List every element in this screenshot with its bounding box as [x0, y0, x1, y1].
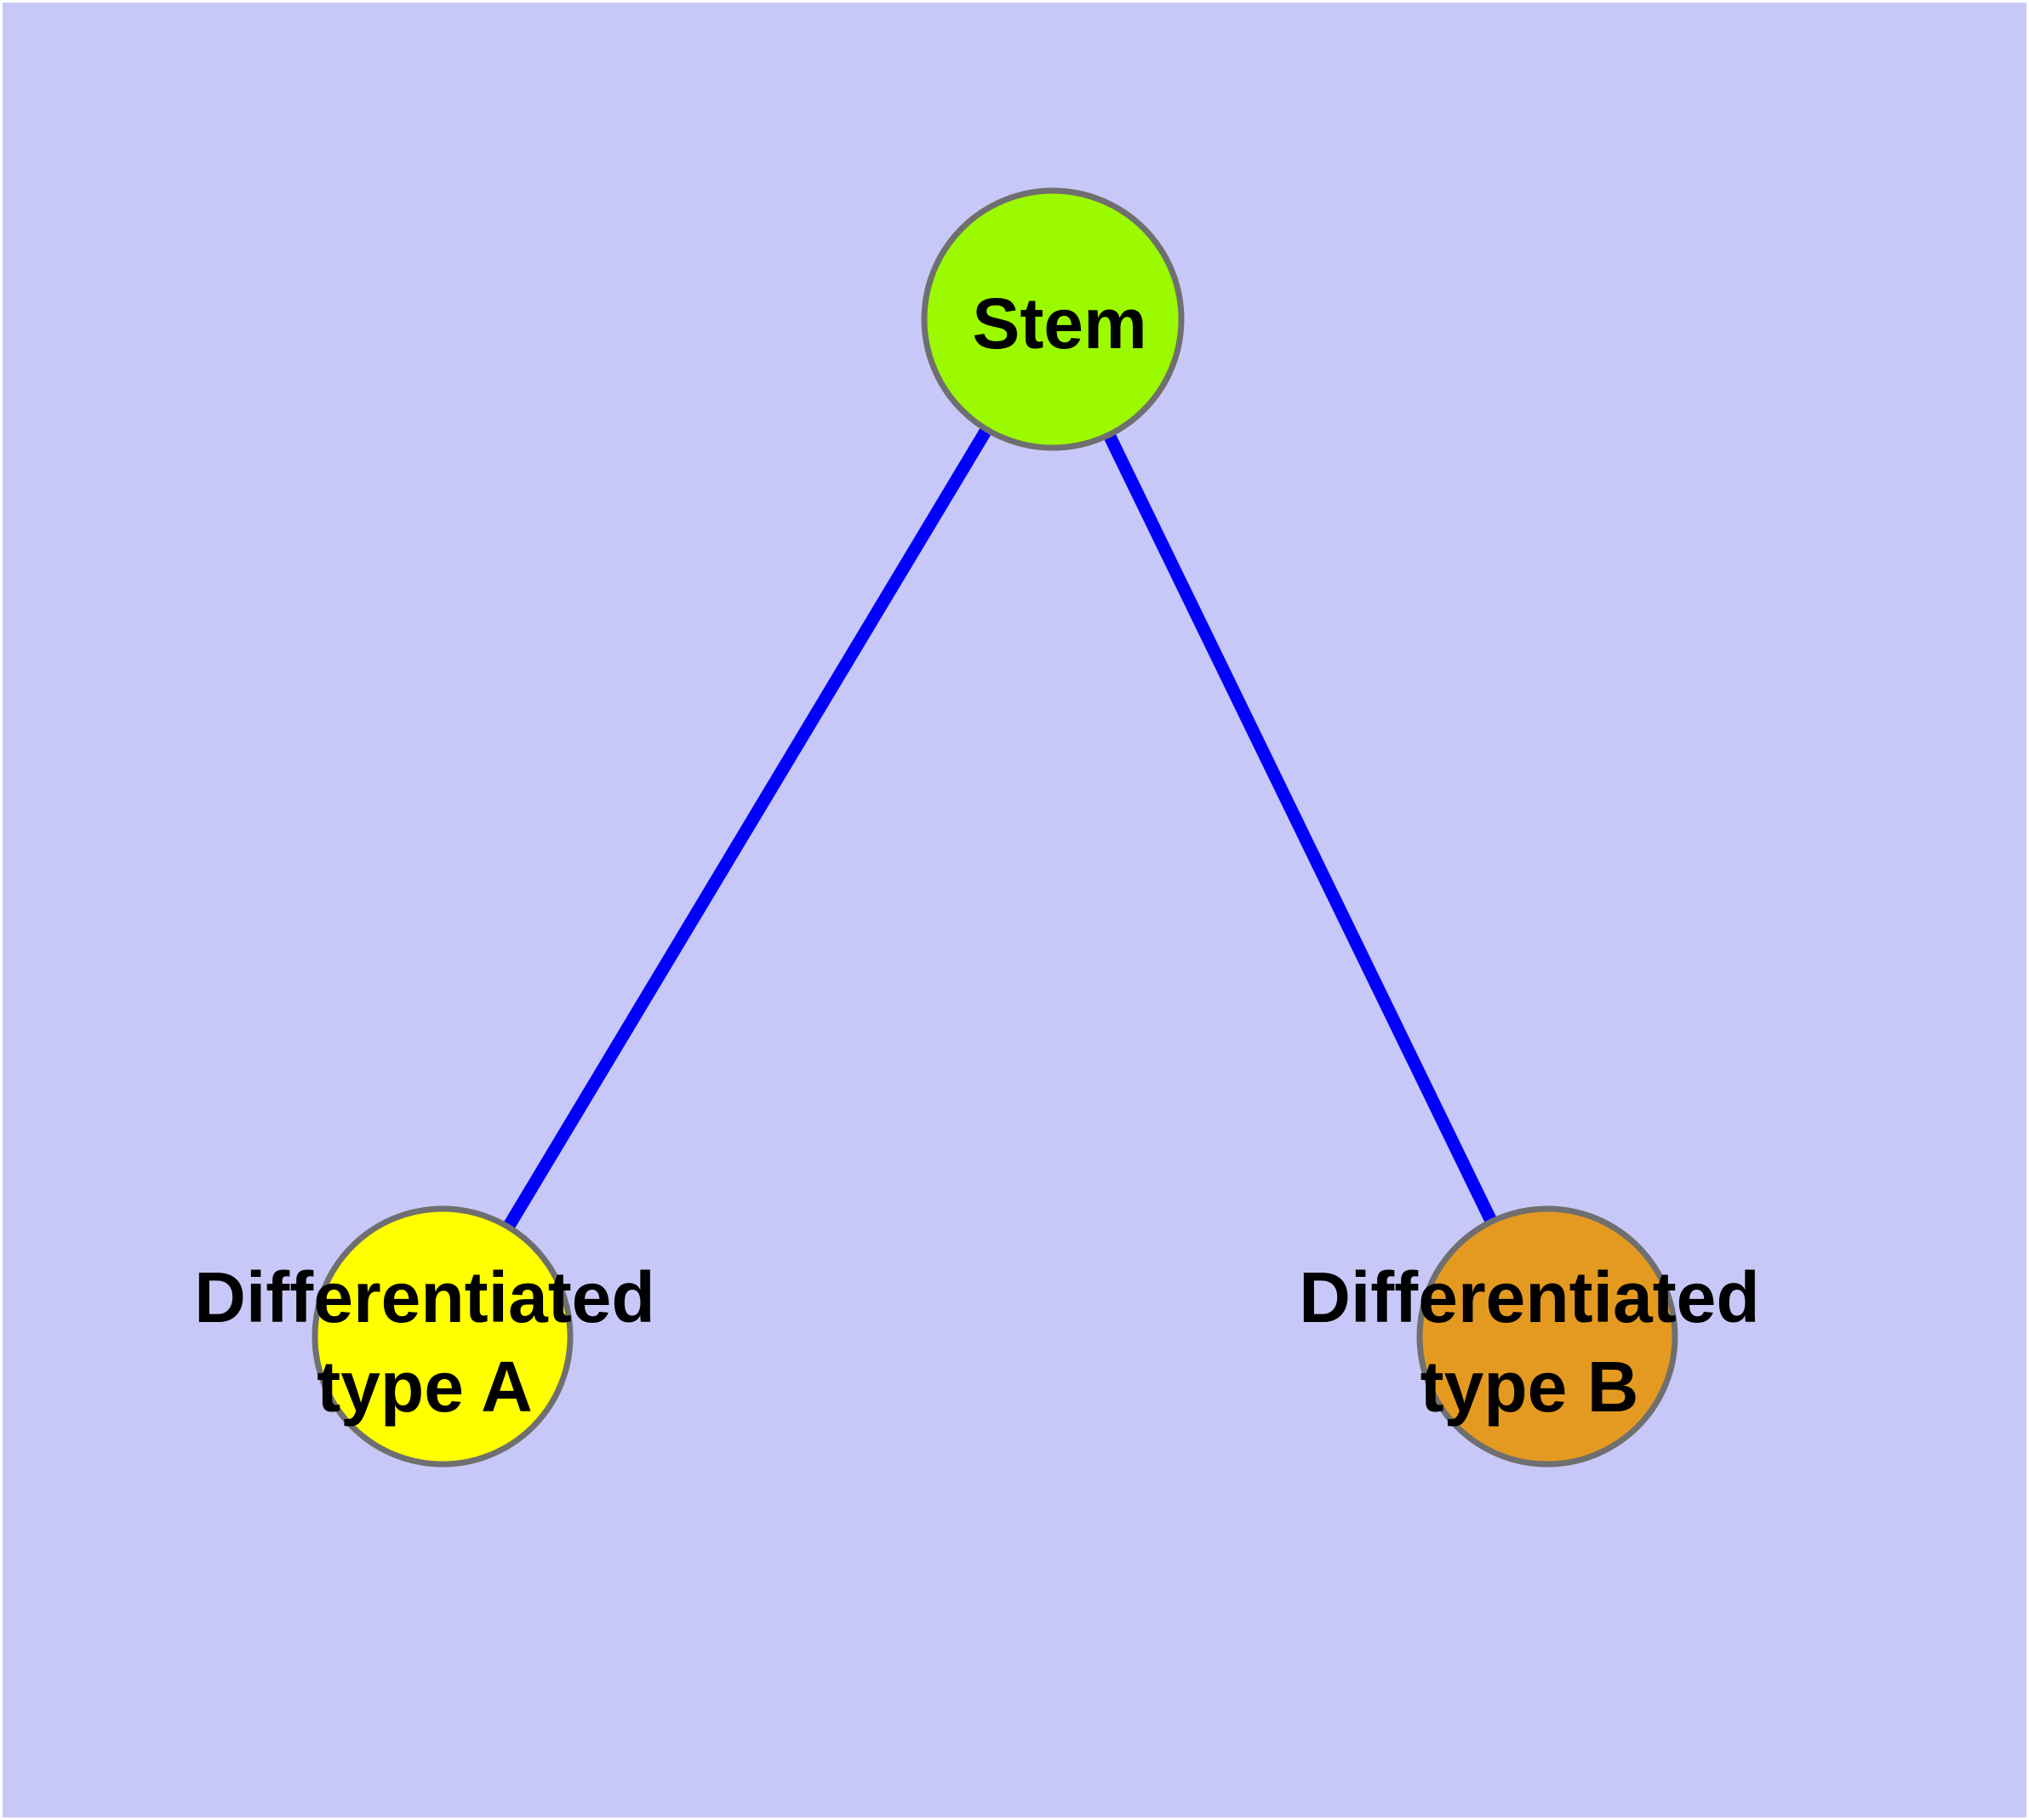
node-type-b-label-line2: type B	[1420, 1347, 1639, 1427]
node-type-a-label-line1: Differentiated	[194, 1257, 654, 1337]
node-stem-label: Stem	[972, 283, 1146, 363]
node-type-b[interactable]	[1416, 1205, 1678, 1468]
node-type-a[interactable]	[311, 1205, 574, 1468]
node-type-b-label-line1: Differentiated	[1299, 1257, 1759, 1337]
node-type-a-label-line2: type A	[317, 1347, 533, 1427]
node-stem[interactable]	[921, 187, 1185, 451]
edge-stem-to-type-a	[437, 316, 1059, 1340]
edge-stem-to-type-b	[1047, 316, 1553, 1340]
